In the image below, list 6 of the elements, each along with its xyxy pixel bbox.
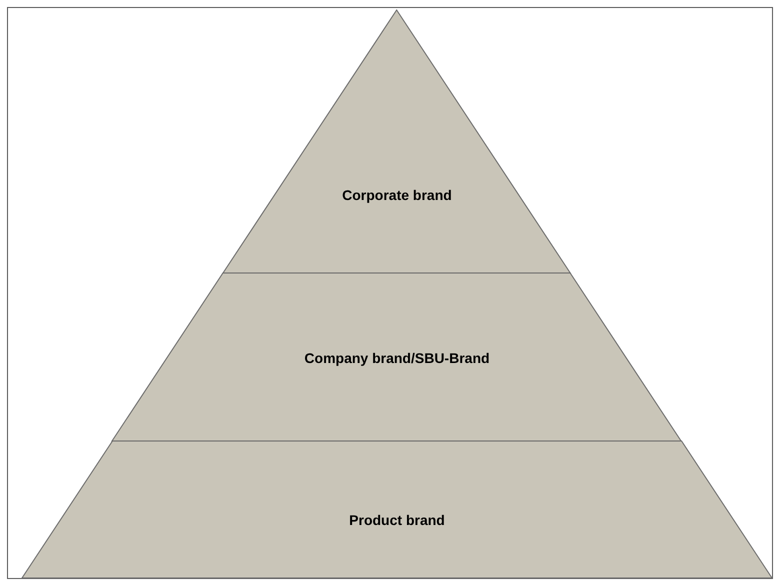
tier-label: Product brand <box>349 512 445 528</box>
tier-label: Company brand/SBU-Brand <box>304 350 490 366</box>
tier-label: Corporate brand <box>342 187 452 203</box>
pyramid-tier <box>112 273 682 441</box>
pyramid-tier <box>22 441 772 578</box>
pyramid-tier <box>223 10 571 273</box>
